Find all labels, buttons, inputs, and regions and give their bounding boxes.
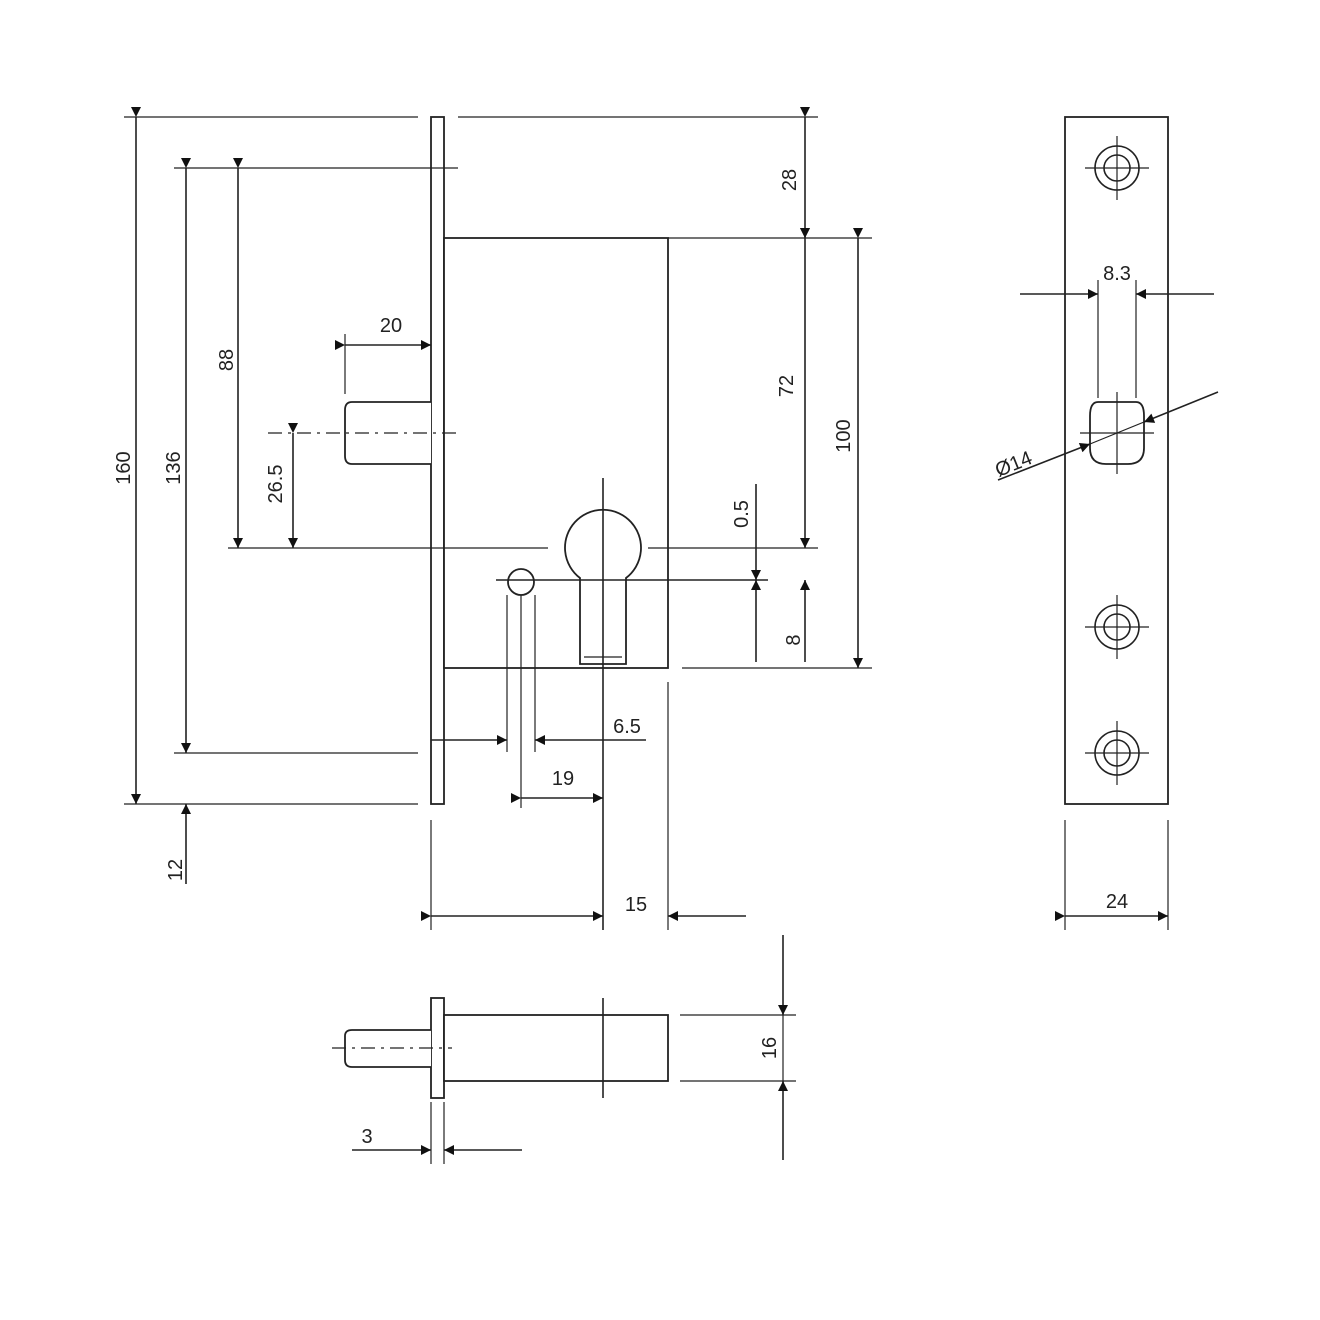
dim-dia-14: Ø14 (992, 447, 1035, 482)
dim-8: 8 (783, 634, 805, 645)
screw-hole-bottom (1085, 721, 1149, 785)
pin-hole (507, 568, 535, 596)
dim-8-3: 8.3 (1103, 263, 1131, 285)
dim-26-5: 26.5 (265, 465, 287, 504)
dim-dia-14-left (997, 442, 1091, 481)
lock-case (443, 237, 669, 669)
dim-100: 100 (833, 419, 855, 452)
dim-28: 28 (779, 169, 801, 191)
dim-15: 15 (625, 894, 647, 916)
dim-160: 160 (113, 451, 135, 484)
dim-72: 72 (776, 375, 798, 397)
dim-6-5: 6.5 (613, 716, 641, 738)
latch-bolt-top (344, 1029, 431, 1068)
dim-dia-14-inner (1089, 421, 1145, 445)
dim-20: 20 (380, 315, 402, 337)
lock-case-top (443, 1014, 669, 1082)
dim-12: 12 (165, 859, 187, 881)
dim-16: 16 (759, 1037, 781, 1059)
dim-24: 24 (1106, 891, 1128, 913)
top-view: 16 3 (332, 935, 796, 1164)
faceplate (430, 116, 445, 805)
dim-0-5: 0.5 (731, 500, 753, 528)
dim-136: 136 (163, 451, 185, 484)
dim-19: 19 (552, 768, 574, 790)
screw-hole-top (1085, 136, 1149, 200)
screw-hole-middle (1085, 595, 1149, 659)
dim-3: 3 (361, 1126, 372, 1148)
side-view: 8.3 Ø14 24 (992, 116, 1219, 930)
front-view: 160 136 88 26.5 20 12 28 72 100 0.5 8 (113, 107, 872, 930)
dim-88: 88 (216, 349, 238, 371)
dim-dia-14-right (1143, 391, 1219, 423)
